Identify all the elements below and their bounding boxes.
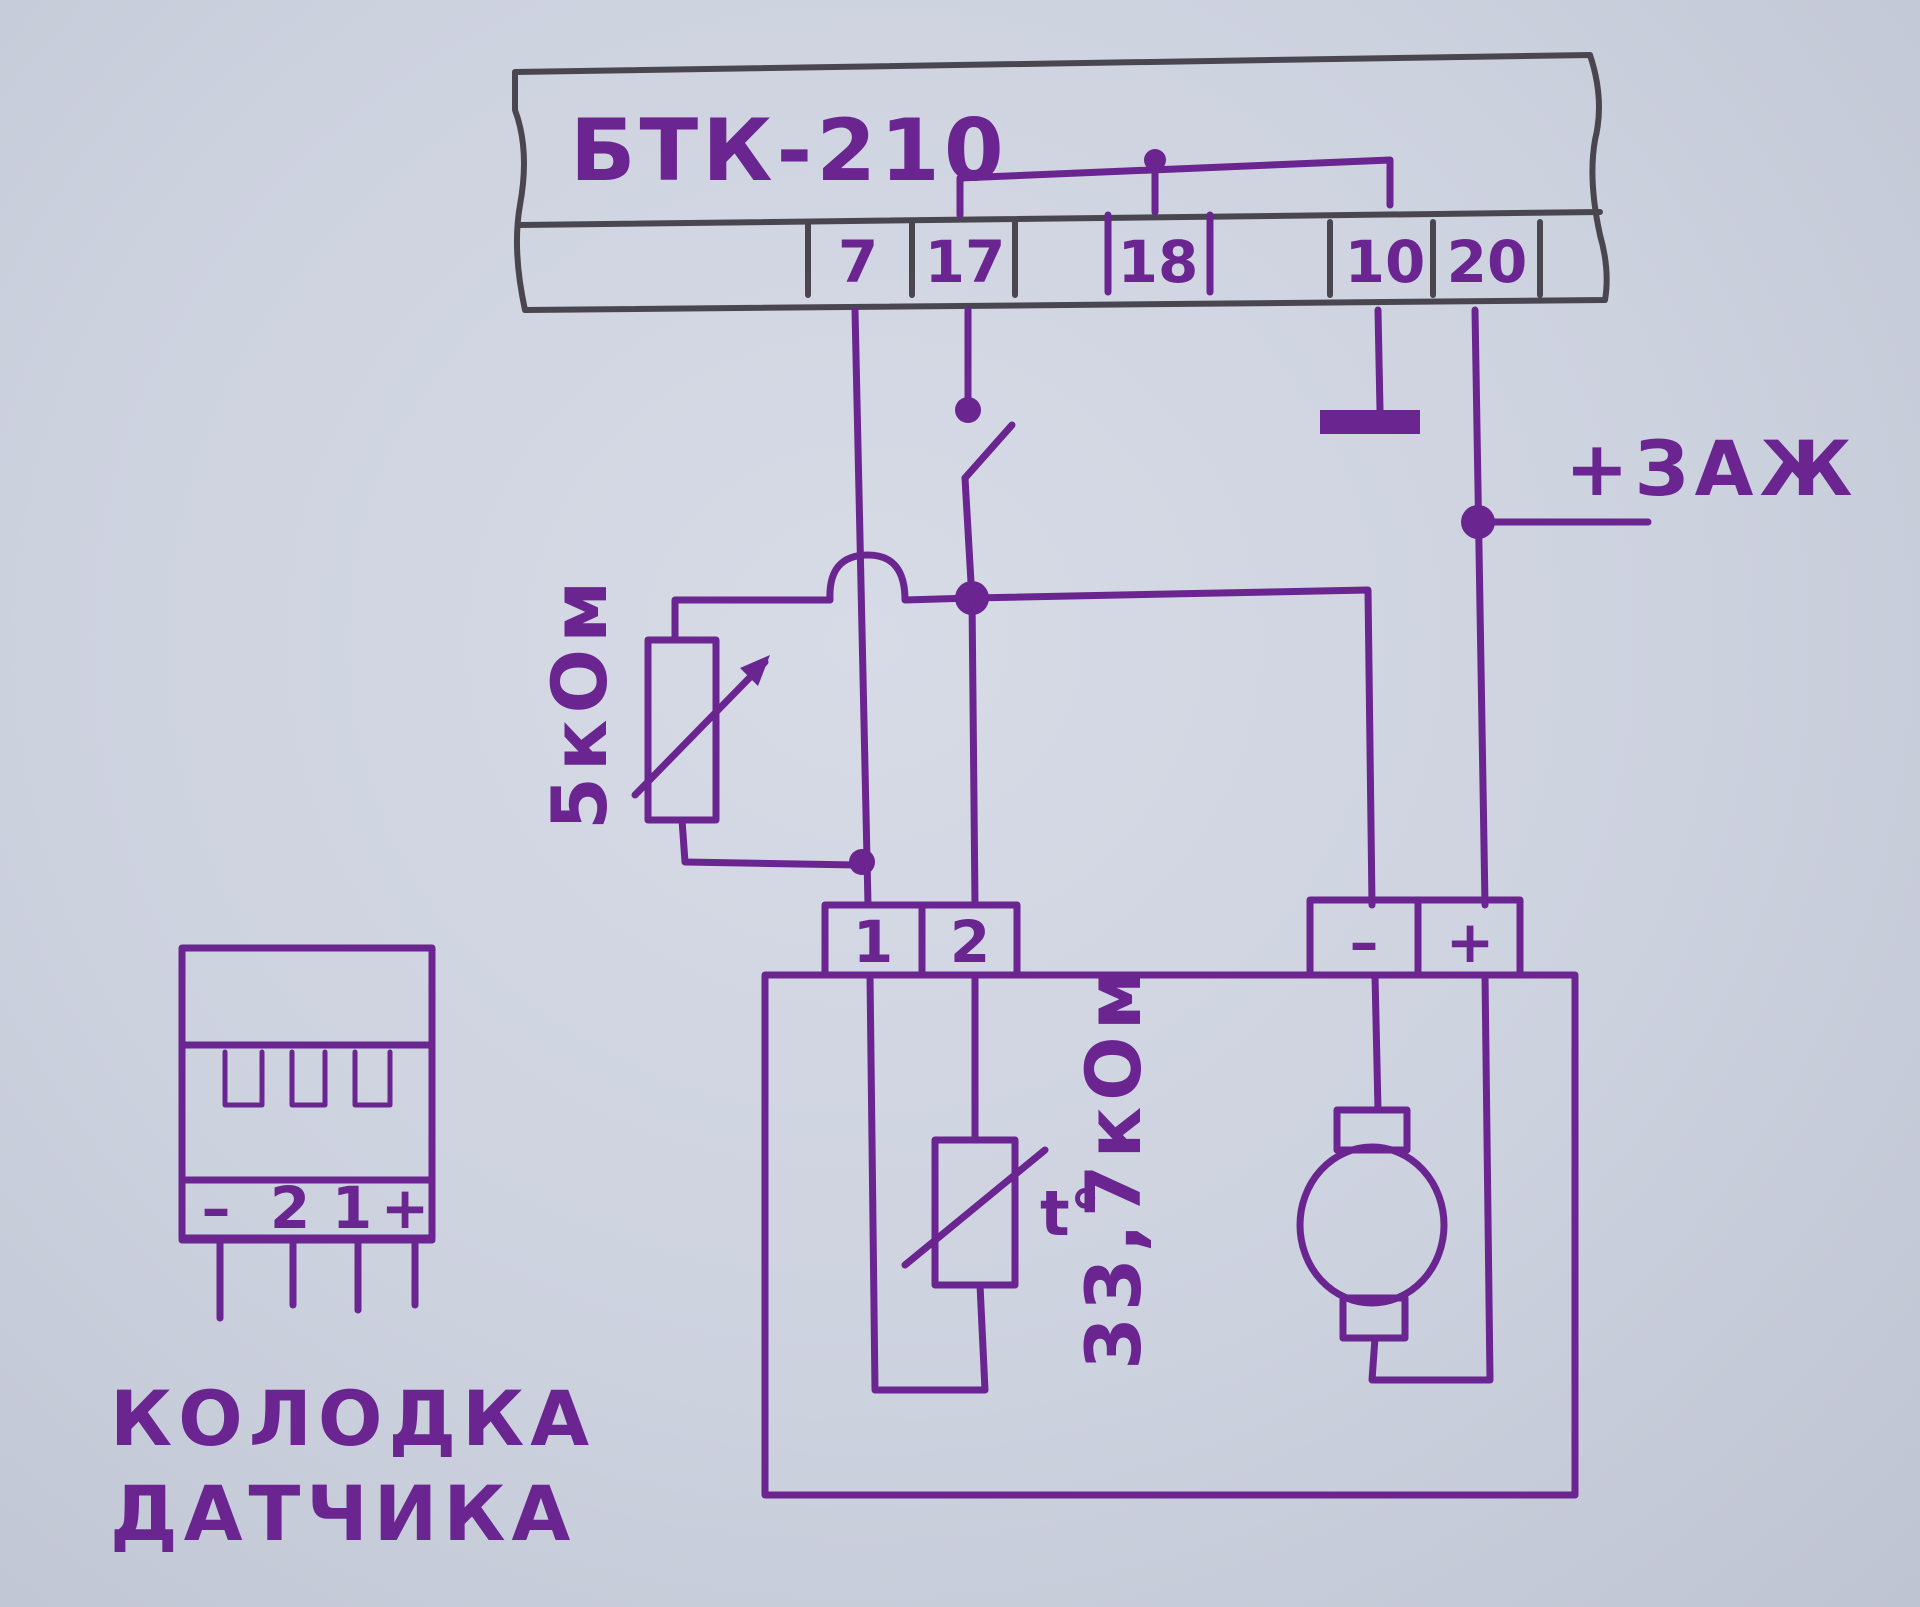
wire-to-minus bbox=[968, 586, 1376, 909]
wire-hop bbox=[671, 551, 976, 644]
supply-label: +ЗАЖ bbox=[1565, 424, 1859, 513]
btk-block bbox=[512, 52, 1610, 313]
wire-pin20 bbox=[1471, 306, 1489, 909]
thermistor-label: 33,7кОм bbox=[1069, 962, 1158, 1370]
sensor-terminal-1: 1 bbox=[853, 908, 893, 976]
wire-ground bbox=[1374, 306, 1384, 414]
connector-caption-line1: КОЛОДКА bbox=[110, 1374, 595, 1463]
connector-terminal-minus: – bbox=[202, 1174, 231, 1242]
ground-symbol bbox=[1320, 410, 1420, 434]
pin-label-10: 10 bbox=[1345, 228, 1426, 296]
wire-sensor-2 bbox=[968, 594, 979, 909]
motor bbox=[1296, 971, 1494, 1384]
connector-drawing bbox=[178, 944, 436, 1322]
potentiometer-label: 5кОм bbox=[535, 575, 624, 830]
wire-pin7 bbox=[851, 306, 872, 909]
internal-jumper bbox=[956, 149, 1394, 219]
sensor-terminal-2: 2 bbox=[950, 908, 990, 976]
sensor-terminal-plus: + bbox=[1446, 908, 1495, 976]
sensor-body bbox=[761, 896, 1579, 1499]
pin-label-7: 7 bbox=[838, 228, 878, 296]
switch bbox=[955, 306, 1016, 604]
pin-label-20: 20 bbox=[1447, 228, 1528, 296]
connector-terminal-2: 2 bbox=[270, 1174, 310, 1242]
btk-block-title: БТК-210 bbox=[570, 101, 1008, 201]
connector-terminal-plus: + bbox=[381, 1174, 430, 1242]
potentiometer bbox=[631, 636, 862, 869]
junction-dot bbox=[849, 849, 875, 875]
thermistor-symbol: t° bbox=[1040, 1177, 1101, 1250]
pin-label-18: 18 bbox=[1118, 228, 1199, 296]
connector-caption-line2: ДАТЧИКА bbox=[110, 1469, 576, 1558]
pin-label-17: 17 bbox=[925, 228, 1006, 296]
sensor-terminal-minus: – bbox=[1350, 908, 1379, 976]
connector-terminal-1: 1 bbox=[332, 1174, 372, 1242]
thermistor bbox=[866, 971, 1049, 1394]
